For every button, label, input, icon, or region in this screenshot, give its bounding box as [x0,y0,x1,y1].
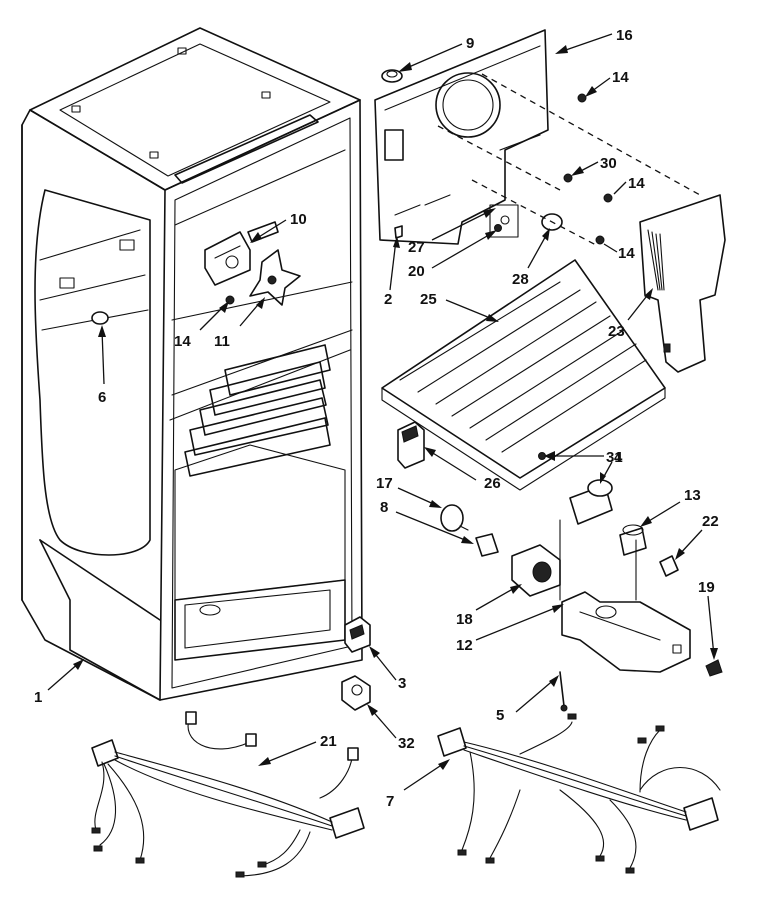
callout-25: 25 [420,291,437,308]
callout-19: 19 [698,579,715,596]
part-14-screw-mid [603,193,613,203]
part-13-thermostat [619,524,647,556]
part-20-screw [494,224,502,232]
part-18-lamp-housing [511,544,561,597]
callout-27: 27 [408,239,425,256]
part-19-clip [705,659,723,677]
callout-30: 30 [600,155,617,172]
callout-23: 23 [608,323,625,340]
callout-11: 11 [214,333,230,350]
shelf-rails [184,344,331,477]
part-32-overload [341,675,371,711]
part-6-plug [91,311,109,325]
callout-17: 17 [376,475,393,492]
callout-14-d: 14 [174,333,191,350]
callout-9: 9 [466,35,474,52]
callout-4: 4 [614,449,623,466]
callout-10: 10 [290,211,307,228]
callout-1: 1 [34,689,42,706]
part-4-defrost-timer [569,479,613,525]
part-5-screw [559,671,568,712]
part-14-screw-top [577,93,587,103]
part-2-screw [394,225,403,239]
part-7-wire-harness [437,713,721,874]
callout-20: 20 [408,263,425,280]
callout-6: 6 [98,389,106,406]
callout-7: 7 [386,793,394,810]
liner-cabinet [21,27,363,701]
callout-32: 32 [398,735,415,752]
part-12-control-bracket [559,519,691,673]
callout-3: 3 [398,675,406,692]
callout-26: 26 [484,475,501,492]
part-21-wire-harness [91,711,365,878]
callout-13: 13 [684,487,701,504]
callout-2: 2 [384,291,392,308]
leader-lines [47,33,718,791]
part-14-screw-tray [595,235,605,245]
part-16-evaporator-cover [374,29,549,245]
callout-8: 8 [380,499,388,516]
part-11-fan-blade [249,249,301,306]
part-8-socket [475,533,499,557]
callout-28: 28 [512,271,529,288]
callout-14-b: 14 [628,175,645,192]
part-26-clip [397,421,425,469]
callout-21: 21 [320,733,337,750]
callout-5: 5 [496,707,504,724]
part-17-lamp-bulb [440,504,469,532]
callout-labels: 9 16 14 30 14 10 27 14 20 28 2 25 23 14 … [34,27,719,810]
callout-31: 31 [606,449,623,466]
part-3-relay [344,616,371,653]
part-10-fan-motor [204,221,279,286]
callout-16: 16 [616,27,633,44]
callout-12: 12 [456,637,473,654]
part-30-screw [563,173,573,183]
part-23-control-housing [639,194,726,373]
part-9-grommet [381,69,403,83]
callout-22: 22 [702,513,719,530]
callout-14-c: 14 [618,245,635,262]
callout-18: 18 [456,611,473,628]
callout-14-a: 14 [612,69,629,86]
part-22-clip [659,555,679,577]
part-25-evaporator-tray [381,259,666,491]
